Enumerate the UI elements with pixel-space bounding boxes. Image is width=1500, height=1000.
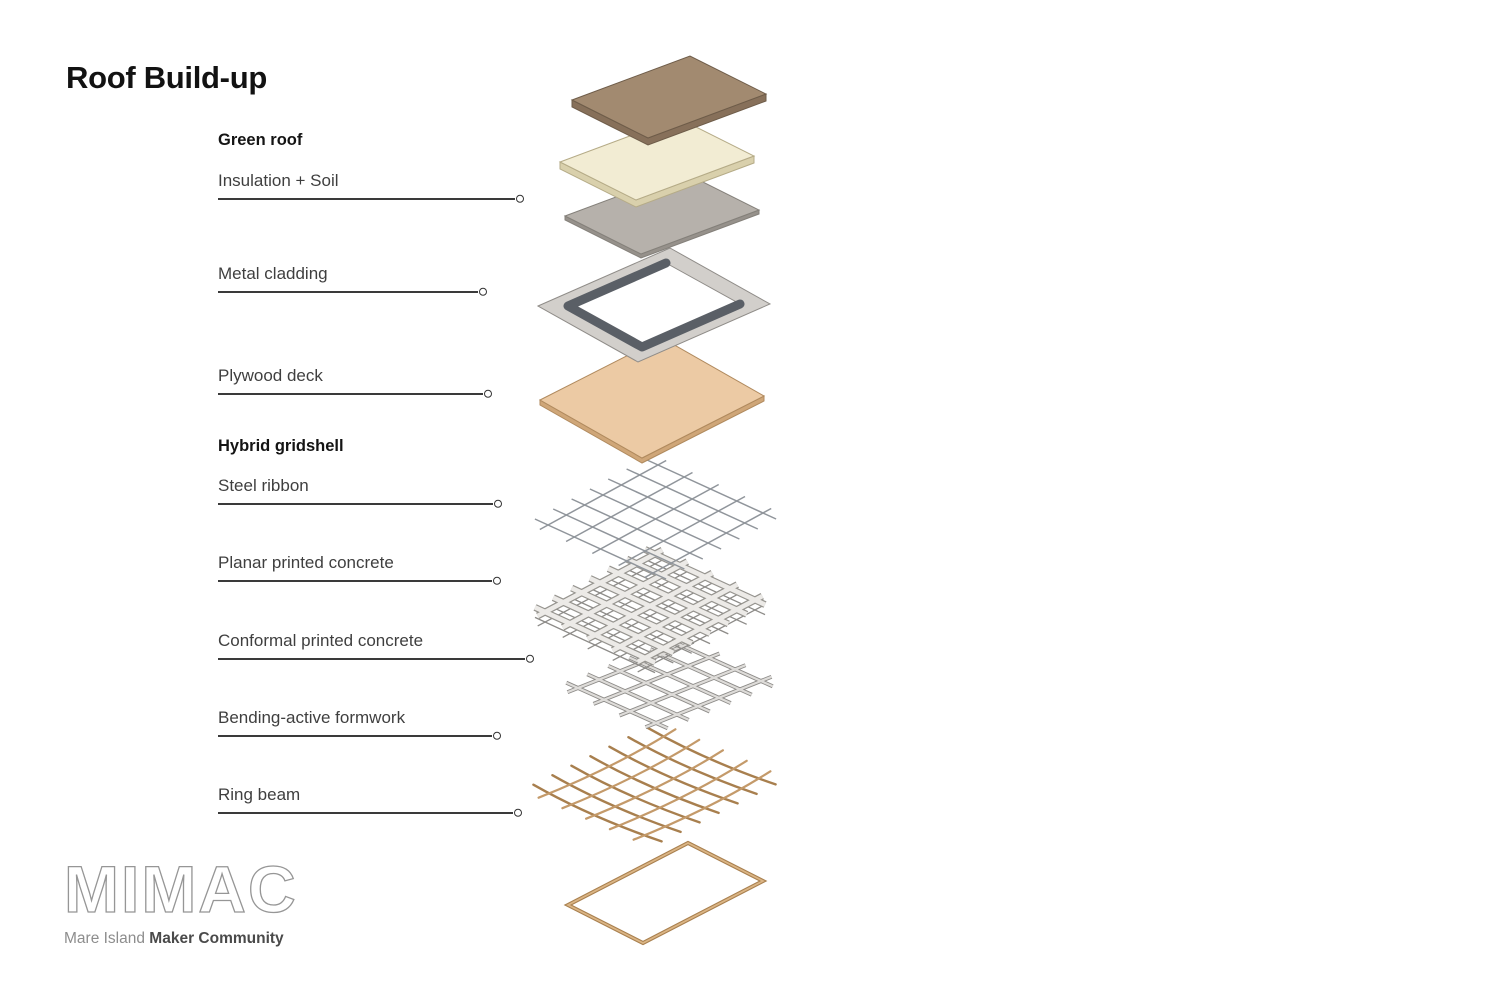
mimac-logo: MIMAC Mare Island Maker Community xyxy=(63,852,298,948)
leader-line xyxy=(218,654,534,663)
section-heading-green-roof: Green roof xyxy=(218,131,303,149)
label-insulation-soil: Insulation + Soil xyxy=(218,171,339,190)
leader-line xyxy=(218,287,487,296)
callout-ring-beam: Ring beam xyxy=(218,785,522,817)
callout-metal-cladding: Metal cladding xyxy=(218,264,487,296)
label-steel-ribbon: Steel ribbon xyxy=(218,476,309,495)
leader-dot xyxy=(513,808,522,817)
callout-planar-printed-concrete: Planar printed concrete xyxy=(218,553,501,585)
soil-layer-graphic xyxy=(570,55,768,146)
metal-sheet-graphic xyxy=(563,171,761,259)
label-conformal-printed-concrete: Conformal printed concrete xyxy=(218,631,424,650)
plywood-deck-graphic xyxy=(538,337,766,464)
leader-line xyxy=(218,576,501,585)
label-metal-cladding: Metal cladding xyxy=(218,264,328,283)
leader-dot xyxy=(483,389,492,398)
label-ring-beam: Ring beam xyxy=(218,785,301,804)
leader-dot xyxy=(493,499,502,508)
ring-beam-graphic xyxy=(563,840,768,946)
bending-formwork-grid-graphic xyxy=(532,726,777,843)
callout-insulation-soil: Insulation + Soil xyxy=(218,171,524,203)
callout-plywood-deck: Plywood deck xyxy=(218,366,492,398)
metal-cladding-tray-graphic xyxy=(536,247,772,363)
callout-conformal-printed-concrete: Conformal printed concrete xyxy=(218,631,534,663)
tagline-bold: Maker Community xyxy=(149,930,284,947)
label-planar-printed-concrete: Planar printed concrete xyxy=(218,553,394,572)
callout-steel-ribbon: Steel ribbon xyxy=(218,476,502,508)
leader-line xyxy=(218,194,524,203)
leader-dot xyxy=(492,576,501,585)
leader-dot xyxy=(492,731,501,740)
leader-line xyxy=(218,389,492,398)
conformal-concrete-grid-graphic xyxy=(564,638,775,731)
leader-dot xyxy=(515,194,524,203)
page-title: Roof Build-up xyxy=(66,60,267,95)
leader-line xyxy=(218,499,502,508)
label-plywood-deck: Plywood deck xyxy=(218,366,323,385)
section-heading-hybrid-gridshell: Hybrid gridshell xyxy=(218,437,344,455)
mimac-acronym: MIMAC xyxy=(63,852,298,926)
mimac-tagline: Mare Island Maker Community xyxy=(64,930,298,948)
leader-line xyxy=(218,808,522,817)
label-bending-active-formwork: Bending-active formwork xyxy=(218,708,406,727)
leader-dot xyxy=(525,654,534,663)
planar-concrete-grid-graphic xyxy=(535,549,765,674)
tagline-regular: Mare Island xyxy=(64,930,145,947)
leader-dot xyxy=(478,287,487,296)
callout-bending-active-formwork: Bending-active formwork xyxy=(218,708,501,740)
steel-ribbon-grid-graphic xyxy=(534,458,777,580)
leader-line xyxy=(218,731,501,740)
insulation-layer-graphic xyxy=(558,117,756,208)
